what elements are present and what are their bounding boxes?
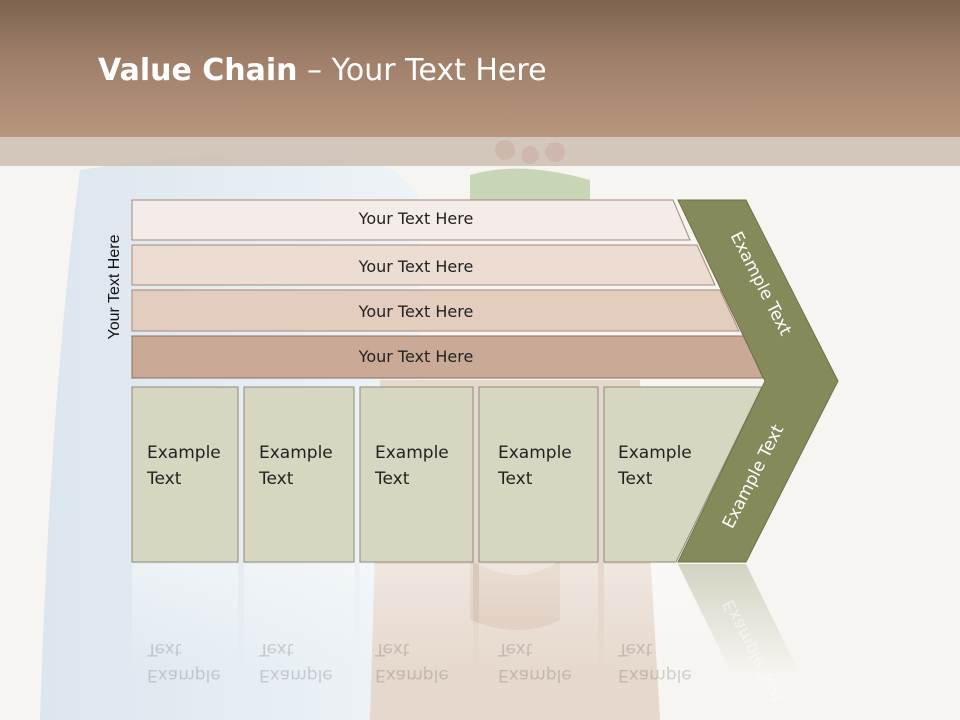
primary-box-2-rect [243,386,355,563]
page-title: Value Chain – Your Text Here [98,53,547,88]
title-rest: – Your Text Here [297,53,547,88]
primary-box-3: Example Text [359,386,474,563]
support-row-3-bar [131,289,740,332]
reflection-text-3b: Text [374,639,410,659]
reflection-box-text-1: Example Text Example Text Example Text E… [146,639,692,685]
primary-box-3-line2: Text [374,469,410,489]
reflection-box-4 [479,564,598,674]
title-bold: Value Chain [98,53,298,88]
support-row-2-label: Your Text Here [358,257,474,276]
primary-box-4-line2: Text [497,469,533,489]
reflection-text-4b: Text [497,639,533,659]
reflection-chevron [678,564,800,674]
reflection-text-4a: Example [498,665,572,685]
reflection-box-2 [244,564,354,674]
reflection-text-5b: Text [617,639,653,659]
support-row-4: Your Text Here [131,335,764,379]
primary-box-3-line1: Example [375,443,449,463]
support-row-1: Your Text Here [131,199,691,241]
diagram-reflection: Example Text Example Text Example Text E… [132,564,800,707]
primary-box-1: Example Text [131,386,239,563]
primary-box-1-line2: Text [146,469,182,489]
primary-box-2-line1: Example [259,443,333,463]
reflection-text-1a: Example [147,665,221,685]
reflection-box-1 [132,564,238,674]
primary-box-5-line2: Text [617,469,653,489]
primary-box-5-line1: Example [618,443,692,463]
support-row-2-bar [131,244,716,286]
support-row-2: Your Text Here [131,244,716,286]
primary-box-5-shape [603,386,763,563]
support-row-1-label: Your Text Here [358,209,474,228]
reflection-box-3 [360,564,473,674]
support-row-4-label: Your Text Here [358,347,474,366]
primary-box-4: Example Text [478,386,599,563]
reflection-text-3a: Example [375,665,449,685]
reflection-text-2a: Example [259,665,333,685]
margin-chevron: Example Text Example Text [677,199,839,563]
primary-box-2: Example Text [243,386,355,563]
support-row-4-bar [131,335,764,379]
primary-box-5: Example Text [603,386,763,563]
primary-box-3-rect [359,386,474,563]
header-strip [0,137,960,166]
support-row-3-label: Your Text Here [358,302,474,321]
reflection-text-5a: Example [618,665,692,685]
reflection-box-5 [604,564,730,674]
primary-box-1-line1: Example [147,443,221,463]
support-row-3: Your Text Here [131,289,740,332]
margin-chevron-shape [677,199,839,563]
reflection-text-2b: Text [258,639,294,659]
reflection-text-1b: Text [146,639,182,659]
primary-box-2-line2: Text [258,469,294,489]
primary-box-4-rect [478,386,599,563]
header-bar [0,0,960,137]
support-row-1-bar [131,199,691,241]
primary-box-4-line1: Example [498,443,572,463]
primary-box-1-rect [131,386,239,563]
